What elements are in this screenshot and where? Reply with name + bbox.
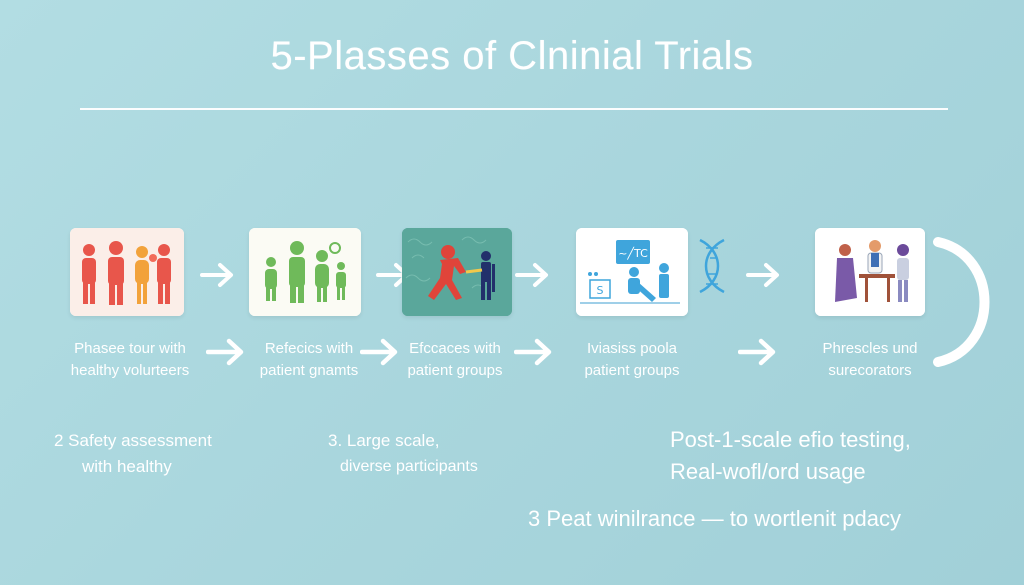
note-surveillance: 3 Peat winilrance — to wortlenit pdacy (528, 506, 901, 531)
family-group-icon (249, 228, 361, 316)
return-curve-icon (930, 236, 1000, 373)
arrow-right-icon (515, 262, 551, 288)
note-large-scale: 3. Large scale, diverse participants (328, 428, 478, 480)
title-divider (80, 108, 948, 110)
note-post-market: Post-1-scale efio testing, Real-wofl/ord… (670, 424, 911, 488)
monitor-label: ~╱TC (618, 246, 648, 260)
diagram-title: 5-Plasses of Clninial Trials (270, 34, 754, 78)
arrow-right-icon (360, 338, 400, 366)
caption-line: Efccaces with (409, 340, 501, 357)
note-line: Real-wofl/ord usage (670, 459, 866, 484)
dna-helix-icon (694, 236, 730, 301)
phase-1-caption: Phasee tour with healthy volurteers (50, 338, 210, 382)
note-line: 2 Safety assessment (54, 431, 212, 450)
note-safety: 2 Safety assessment with healthy (54, 428, 212, 480)
caption-line: Refecics with (264, 340, 354, 357)
caption-line: Phrescles und (822, 340, 918, 357)
note-line: 3. Large scale, (328, 431, 440, 450)
caption-line: Phasee tour with (74, 340, 186, 357)
phase-2-caption: Refecics with patient gnamts (234, 338, 384, 382)
caption-line: patient gnamts (259, 362, 359, 379)
caption-line: surecorators (828, 362, 912, 379)
lab-monitor-icon: ~╱TC S (576, 228, 688, 316)
note-line: Post-1-scale efio testing, (670, 427, 911, 452)
phase-2-illustration (249, 228, 361, 316)
caption-line: Iviasiss poola (586, 340, 678, 357)
caption-line: patient groups (407, 362, 503, 379)
phase-4-illustration: ~╱TC S (576, 228, 688, 316)
phase-3-illustration (402, 228, 512, 316)
researcher-scene-icon (402, 228, 512, 316)
arrow-right-icon (206, 338, 246, 366)
phase-1-illustration (70, 228, 184, 316)
caption-line: patient groups (584, 362, 680, 379)
arrow-right-icon (746, 262, 782, 288)
arrow-right-icon (738, 338, 778, 366)
note-line: diverse participants (340, 458, 478, 475)
phase-3-caption: Efccaces with patient groups (385, 338, 525, 382)
phase-4-caption: Iviasiss poola patient groups (562, 338, 702, 382)
caption-line: healthy volurteers (70, 362, 190, 379)
note-line: with healthy (82, 457, 172, 476)
sign-label: S (597, 284, 604, 297)
phase-5-illustration (815, 228, 925, 316)
arrow-right-icon (514, 338, 554, 366)
arrow-right-icon (200, 262, 236, 288)
people-group-icon (70, 228, 184, 316)
phase-5-caption: Phrescles und surecorators (800, 338, 940, 382)
consultation-scene-icon (815, 228, 925, 316)
